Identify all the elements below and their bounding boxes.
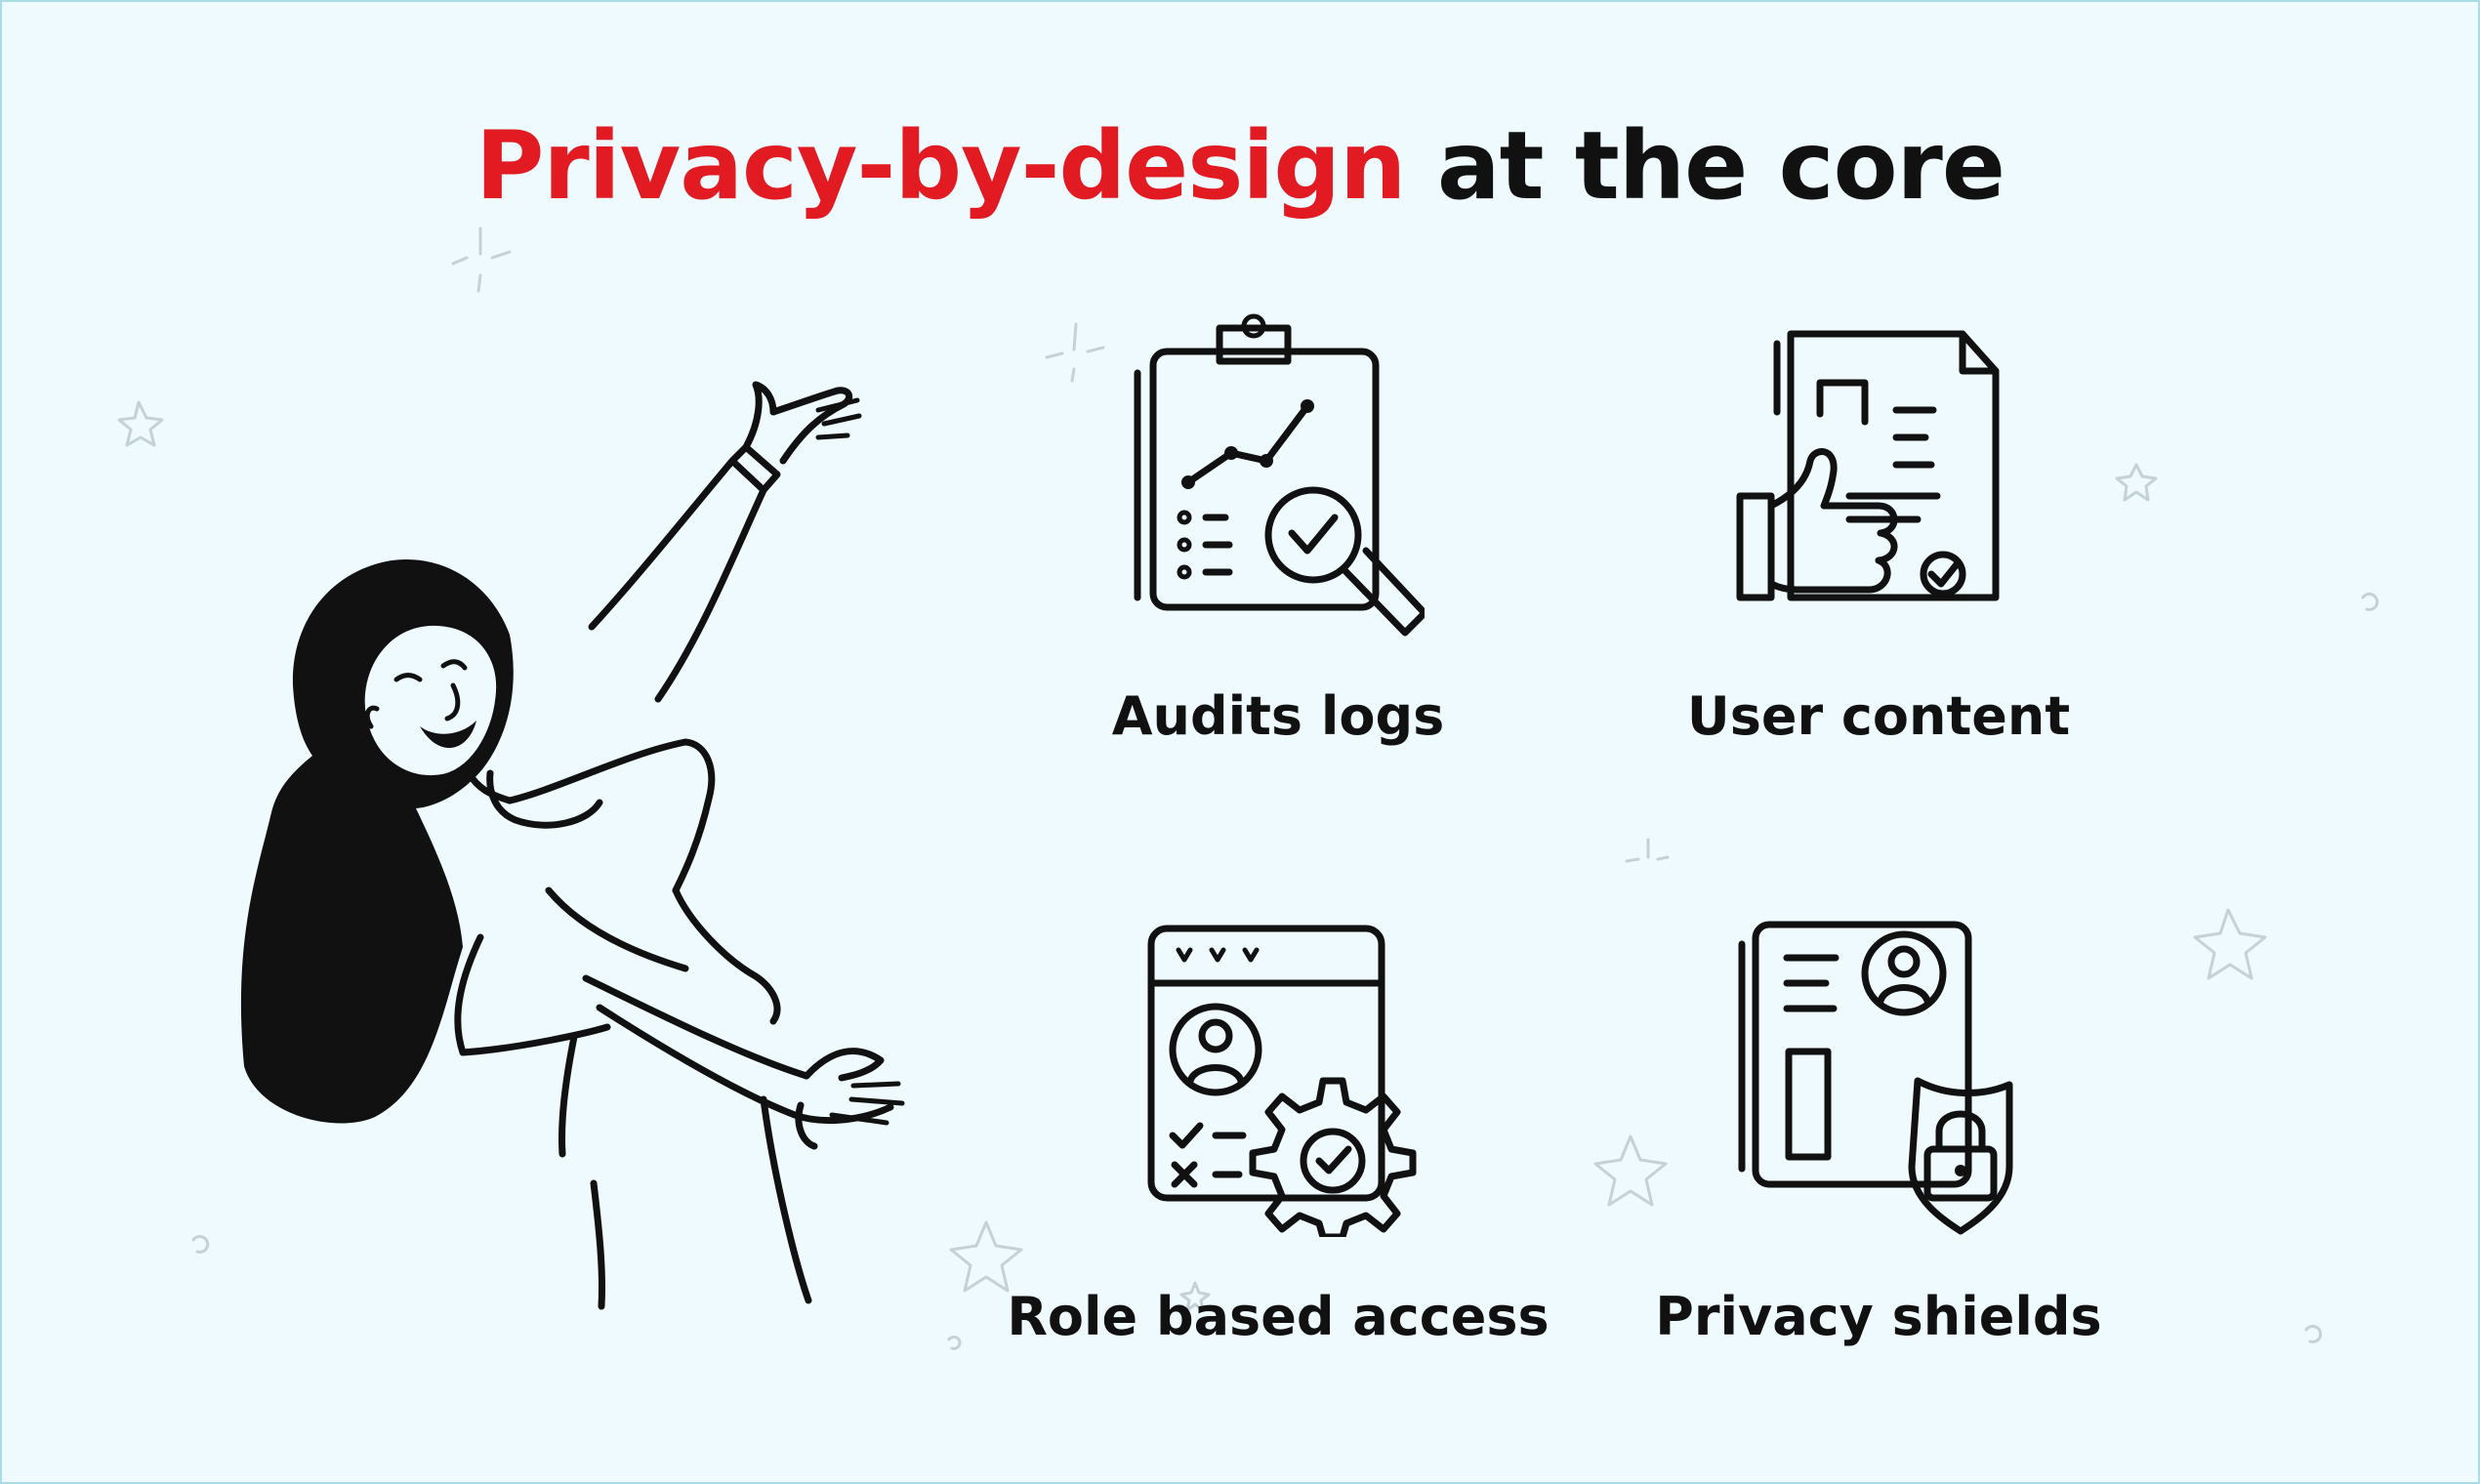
- feature-role-based-access: Role based access: [985, 905, 1571, 1413]
- feature-label: Audits logs: [1111, 685, 1445, 747]
- feature-user-content: User content: [1586, 305, 2171, 812]
- id-card-shield-lock-icon: [1738, 921, 2013, 1235]
- feature-label: User content: [1686, 685, 2071, 747]
- document-thumbs-up-icon: [1736, 330, 2000, 601]
- woman-illustration: [240, 381, 905, 1310]
- clipboard-magnifier-icon: [1134, 313, 1425, 637]
- headline-rest: at the core: [1436, 111, 2005, 221]
- feature-audit-logs: Audits logs: [985, 305, 1571, 812]
- headline: Privacy-by-design at the core: [2, 111, 2478, 221]
- feature-label: Role based access: [1007, 1286, 1550, 1347]
- feature-label: Privacy shields: [1655, 1286, 2102, 1347]
- feature-privacy-shields: Privacy shields: [1586, 905, 2171, 1413]
- browser-profile-gear-icon: [1147, 925, 1417, 1237]
- headline-accent: Privacy-by-design: [475, 111, 1406, 221]
